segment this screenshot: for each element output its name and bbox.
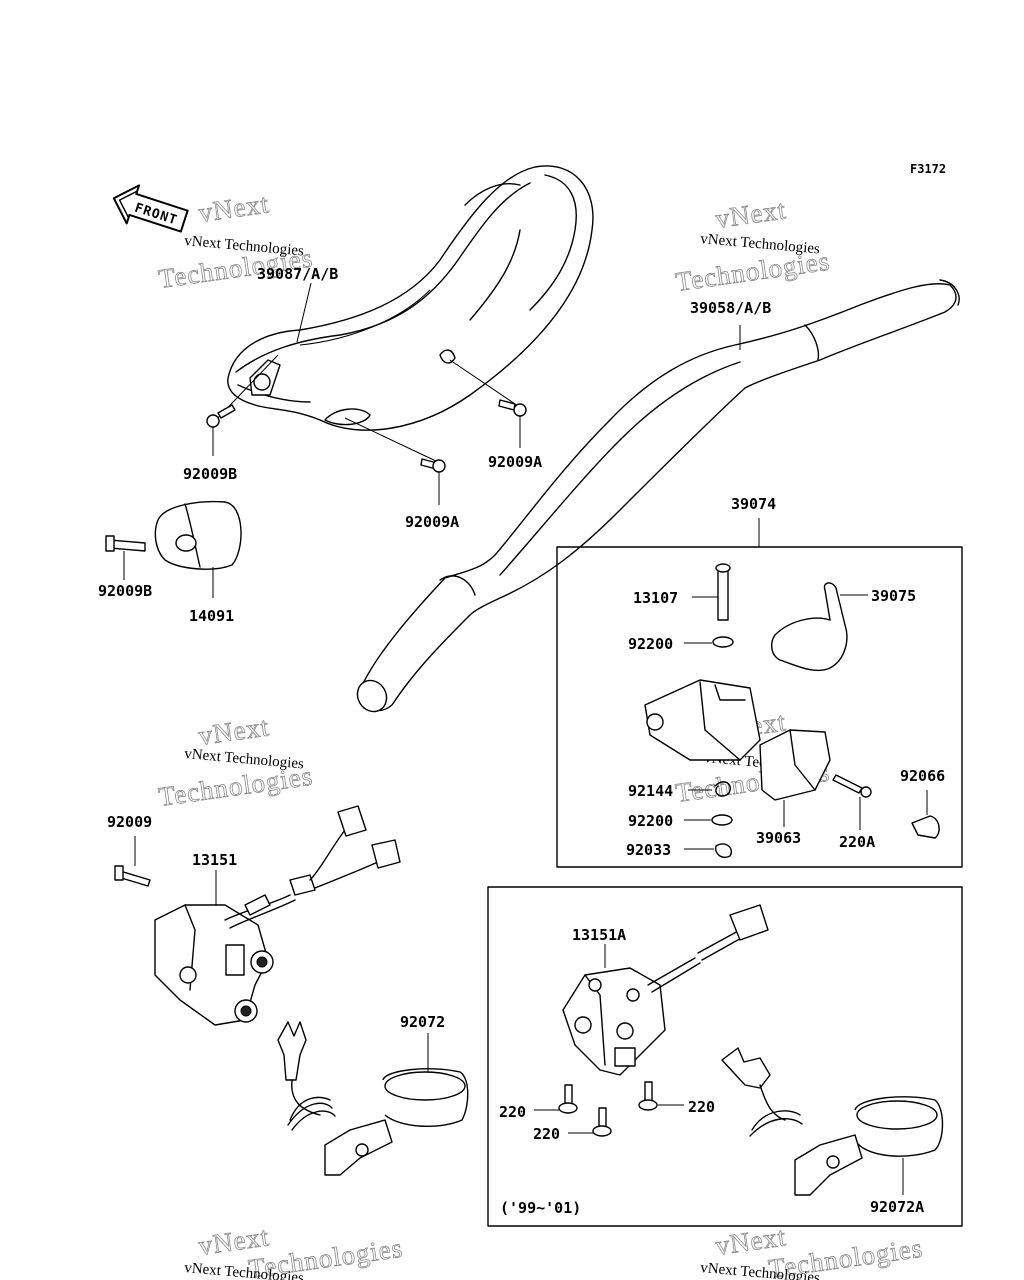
- label-39087: 39087/A/B: [257, 265, 338, 283]
- label-220-mid: 220: [533, 1125, 560, 1143]
- label-220a: 220A: [839, 833, 875, 851]
- label-14091: 14091: [189, 607, 234, 625]
- svg-text:vNext: vNext: [714, 194, 788, 234]
- spring-92144: [688, 781, 732, 797]
- handlebar-39058: [356, 279, 960, 713]
- housing-39063: [759, 729, 831, 827]
- label-92009a-right: 92009A: [488, 453, 542, 471]
- label-39074: 39074: [731, 495, 776, 513]
- box-99-01: [487, 886, 963, 1227]
- screw-220a: [832, 774, 872, 830]
- clip-92033: [684, 843, 732, 858]
- watermark-bottom-left: vNext Technologies vNext Technologies: [184, 1221, 406, 1280]
- label-220-left: 220: [499, 1103, 526, 1121]
- watermark-bottom-right: vNext Technologies vNext Technologies: [700, 1221, 926, 1280]
- label-39075: 39075: [871, 587, 916, 605]
- label-92009: 92009: [107, 813, 152, 831]
- screw-92009a-mid: [420, 458, 446, 505]
- label-92200-top: 92200: [628, 635, 673, 653]
- screw-92009b-top: [206, 404, 236, 456]
- screw-220-left: [534, 1084, 578, 1114]
- lever-39075: [771, 582, 868, 672]
- handlebar-pad: [213, 165, 594, 463]
- label-13151: 13151: [192, 851, 237, 869]
- label-92009a-mid: 92009A: [405, 513, 459, 531]
- label-92144: 92144: [628, 782, 673, 800]
- cap-92066: [911, 790, 940, 839]
- switch-13151: [154, 805, 401, 1026]
- front-arrow-icon: FRONT: [112, 184, 189, 233]
- screw-92009a-right: [498, 399, 527, 448]
- label-92200-bot: 92200: [628, 812, 673, 830]
- svg-text:vNext Technologies: vNext Technologies: [700, 231, 821, 257]
- screw-92009: [114, 836, 151, 887]
- year-note: ('99~'01): [500, 1199, 581, 1217]
- pivot-bolt-13107: [692, 563, 731, 621]
- screw-220-mid: [568, 1107, 612, 1137]
- washer-92200-bot: [684, 814, 733, 826]
- label-13151a: 13151A: [572, 926, 626, 944]
- label-92066: 92066: [900, 767, 945, 785]
- pad-center-block-14091: [105, 500, 242, 598]
- label-39058: 39058/A/B: [690, 299, 771, 317]
- label-92072: 92072: [400, 1013, 445, 1031]
- lanyard-92072: [277, 1021, 469, 1176]
- watermark-top-right: vNext Technologies vNext Technologies: [673, 194, 832, 297]
- label-92009b-top: 92009B: [183, 465, 237, 483]
- svg-text:vNext Technologies: vNext Technologies: [184, 746, 305, 772]
- label-92009b-left: 92009B: [98, 582, 152, 600]
- label-13107: 13107: [633, 589, 678, 607]
- svg-text:vNext: vNext: [197, 711, 271, 751]
- screw-220-right: [638, 1081, 684, 1111]
- washer-92200-top: [684, 636, 734, 648]
- label-92072a: 92072A: [870, 1198, 924, 1216]
- lanyard-92072a: [721, 1047, 944, 1196]
- figure-code: F3172: [910, 162, 946, 176]
- watermark-mid-left: vNext Technologies vNext Technologies: [156, 711, 315, 812]
- switch-13151a: [562, 904, 769, 1076]
- label-39063: 39063: [756, 829, 801, 847]
- label-92033: 92033: [626, 841, 671, 859]
- label-220-right: 220: [688, 1098, 715, 1116]
- lever-holder: [644, 679, 761, 761]
- svg-text:vNext: vNext: [197, 188, 271, 228]
